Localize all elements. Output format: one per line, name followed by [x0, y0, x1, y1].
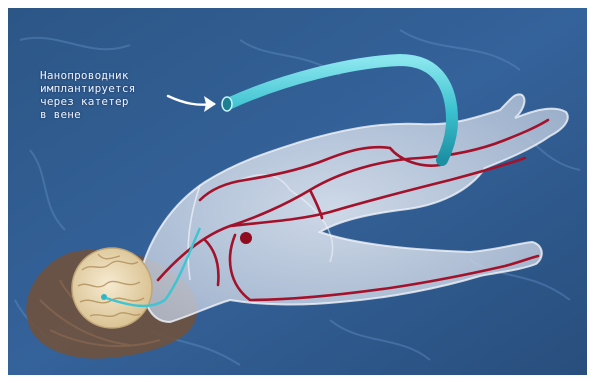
- heart: [240, 232, 252, 244]
- caption-line-1: Нанопроводник: [40, 69, 200, 82]
- caption-line-4: в вене: [40, 108, 200, 121]
- caption-line-3: через катетер: [40, 95, 200, 108]
- catheter-opening: [222, 97, 232, 111]
- caption-line-2: имплантируется: [40, 82, 200, 95]
- caption: Нанопроводник имплантируется через катет…: [40, 69, 200, 121]
